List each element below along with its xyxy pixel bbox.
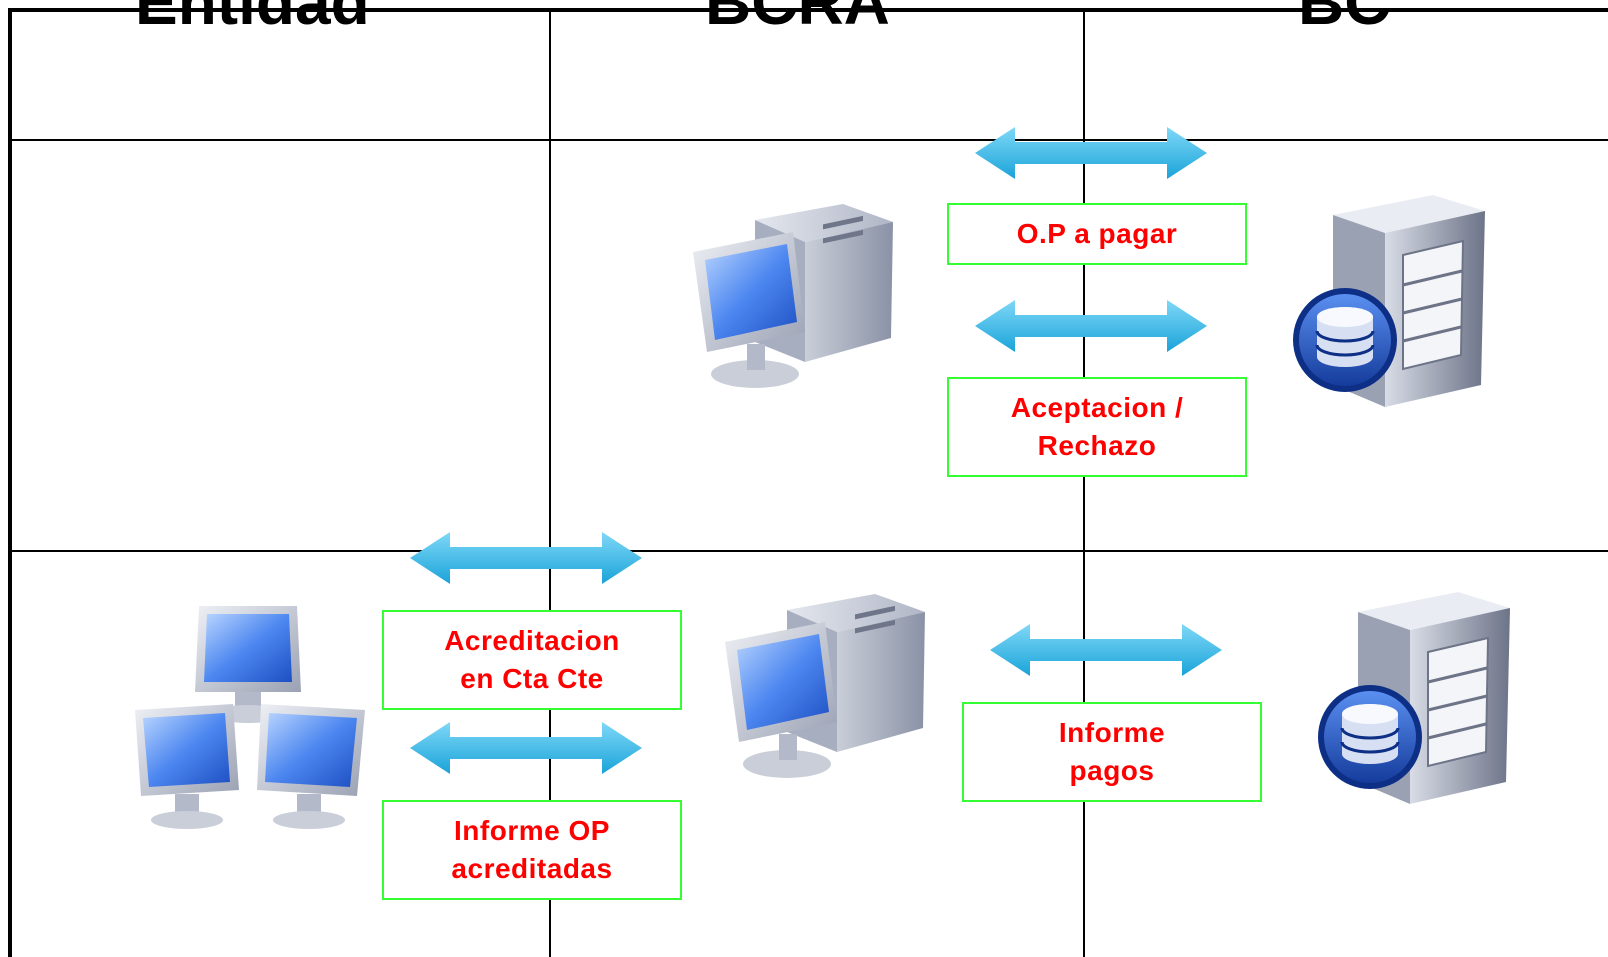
double-arrow-icon <box>410 722 642 774</box>
workstation-icon <box>693 204 893 388</box>
grid-border-left <box>8 8 12 957</box>
double-arrow-icon <box>990 624 1222 676</box>
label-acreditacion-cta-cte: Acreditacion en Cta Cte <box>382 610 682 710</box>
grid-column-divider-2 <box>1083 8 1085 957</box>
double-arrow-icon <box>975 127 1207 179</box>
workstation-icon <box>725 594 925 778</box>
grid-row-divider-1 <box>8 139 1608 141</box>
label-informe-pagos: Informe pagos <box>962 702 1262 802</box>
label-op-a-pagar: O.P a pagar <box>947 203 1247 265</box>
grid-border-top <box>8 8 1608 12</box>
network-computers-icon <box>135 606 365 829</box>
label-aceptacion-rechazo: Aceptacion / Rechazo <box>947 377 1247 477</box>
column-header-bc: BC <box>1298 0 1438 32</box>
column-header-bcra: BCRA <box>705 0 945 32</box>
double-arrow-icon <box>975 300 1207 352</box>
double-arrow-icon <box>410 532 642 584</box>
grid-column-divider-1 <box>549 8 551 957</box>
grid-row-divider-2 <box>8 550 1608 552</box>
database-server-icon <box>1318 592 1510 804</box>
database-server-icon <box>1293 195 1485 407</box>
label-informe-op-acreditadas: Informe OP acreditadas <box>382 800 682 900</box>
column-header-entidad: Entidad <box>135 0 435 32</box>
